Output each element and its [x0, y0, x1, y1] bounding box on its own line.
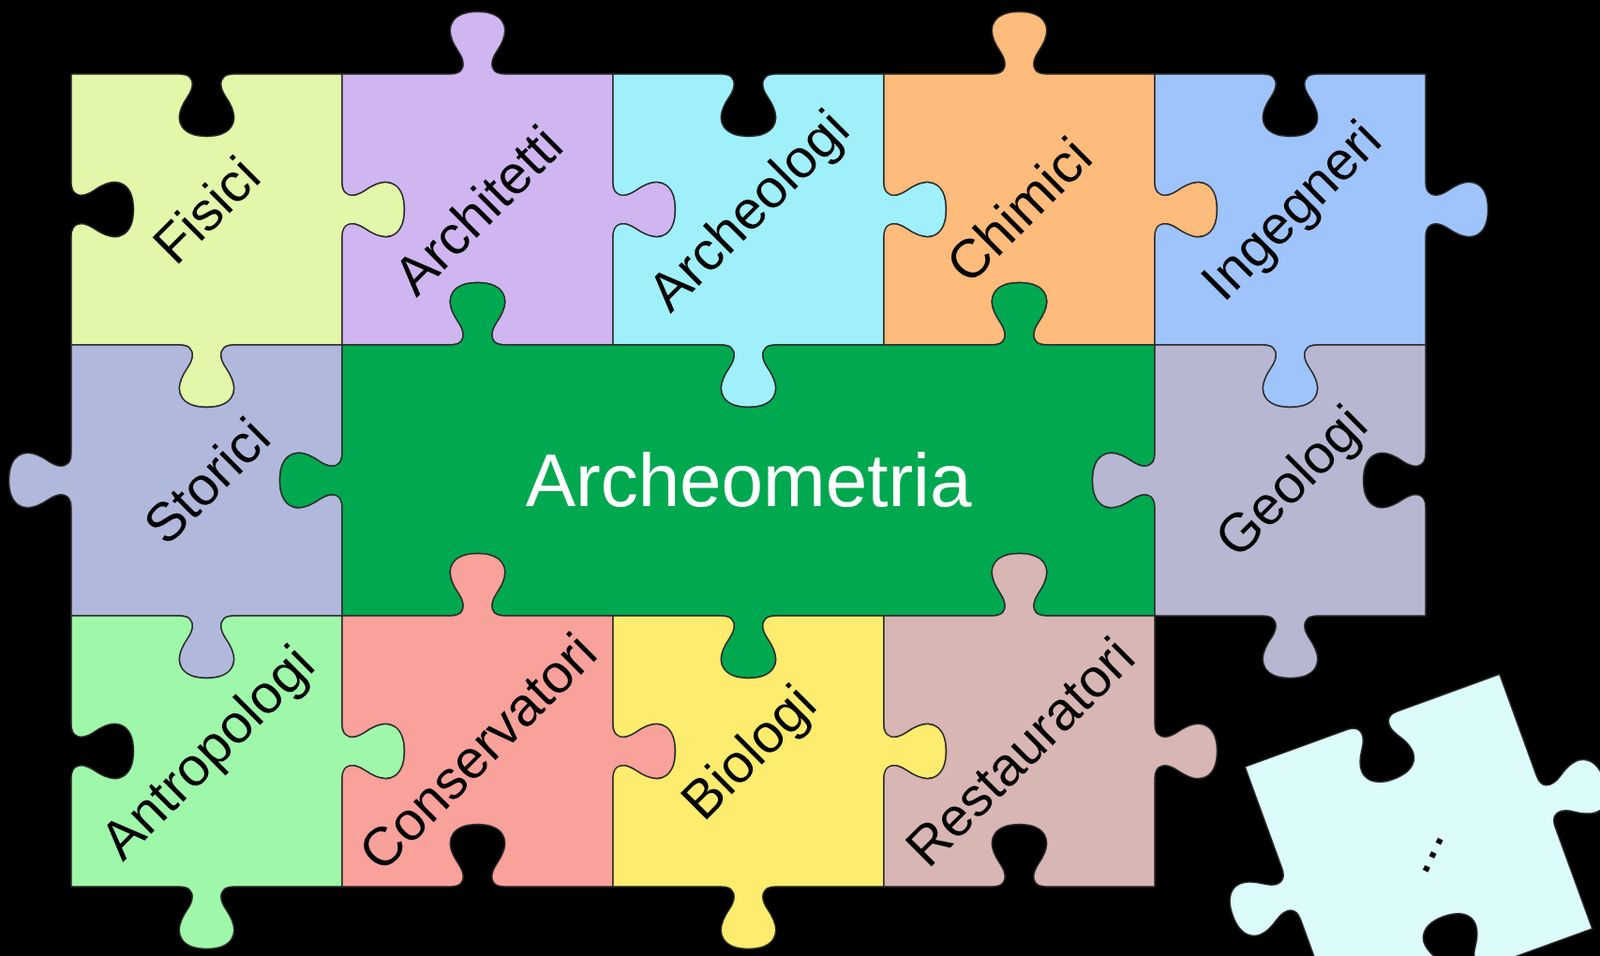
piece-outline: [883, 553, 1217, 887]
puzzle-piece: Antropologi: [71, 615, 343, 887]
piece-label: Archeometria: [525, 443, 972, 519]
label-holder: Archeologi: [613, 74, 884, 345]
label-holder: Conservatori: [342, 615, 614, 887]
piece-outline: [1186, 653, 1600, 956]
puzzle-piece: Biologi: [613, 615, 884, 887]
puzzle-piece: Geologi: [1154, 344, 1426, 616]
label-holder: Ingegneri: [1154, 74, 1426, 345]
puzzle-piece: Ingegneri: [1154, 74, 1426, 345]
puzzle-piece: ...: [1244, 673, 1592, 956]
piece-label: Archeologi: [638, 99, 859, 320]
puzzle-piece: Fisici: [71, 74, 343, 345]
label-holder: Geologi: [1154, 344, 1426, 616]
puzzle-piece: Conservatori: [342, 615, 614, 887]
puzzle-piece: Archeologi: [613, 74, 884, 345]
piece-label: Antropologi: [89, 634, 324, 868]
piece-label: ...: [1384, 815, 1453, 880]
piece-label: Fisici: [143, 146, 270, 272]
piece-label: Restauratori: [895, 627, 1143, 875]
piece-label: Geologi: [1204, 394, 1376, 566]
piece-label: Architetti: [383, 115, 572, 304]
piece-label: Conservatori: [349, 623, 607, 881]
label-holder: Biologi: [613, 615, 884, 887]
piece-outline: [1244, 673, 1592, 956]
label-holder: Fisici: [71, 74, 343, 345]
label-holder: Restauratori: [883, 615, 1155, 887]
piece-label: Storici: [134, 407, 280, 554]
piece-label: Chimici: [937, 127, 1102, 292]
puzzle-piece: Restauratori: [883, 615, 1155, 887]
label-holder: Antropologi: [71, 615, 343, 887]
piece-label: Biologi: [671, 673, 825, 828]
piece-label: Ingegneri: [1190, 109, 1390, 309]
